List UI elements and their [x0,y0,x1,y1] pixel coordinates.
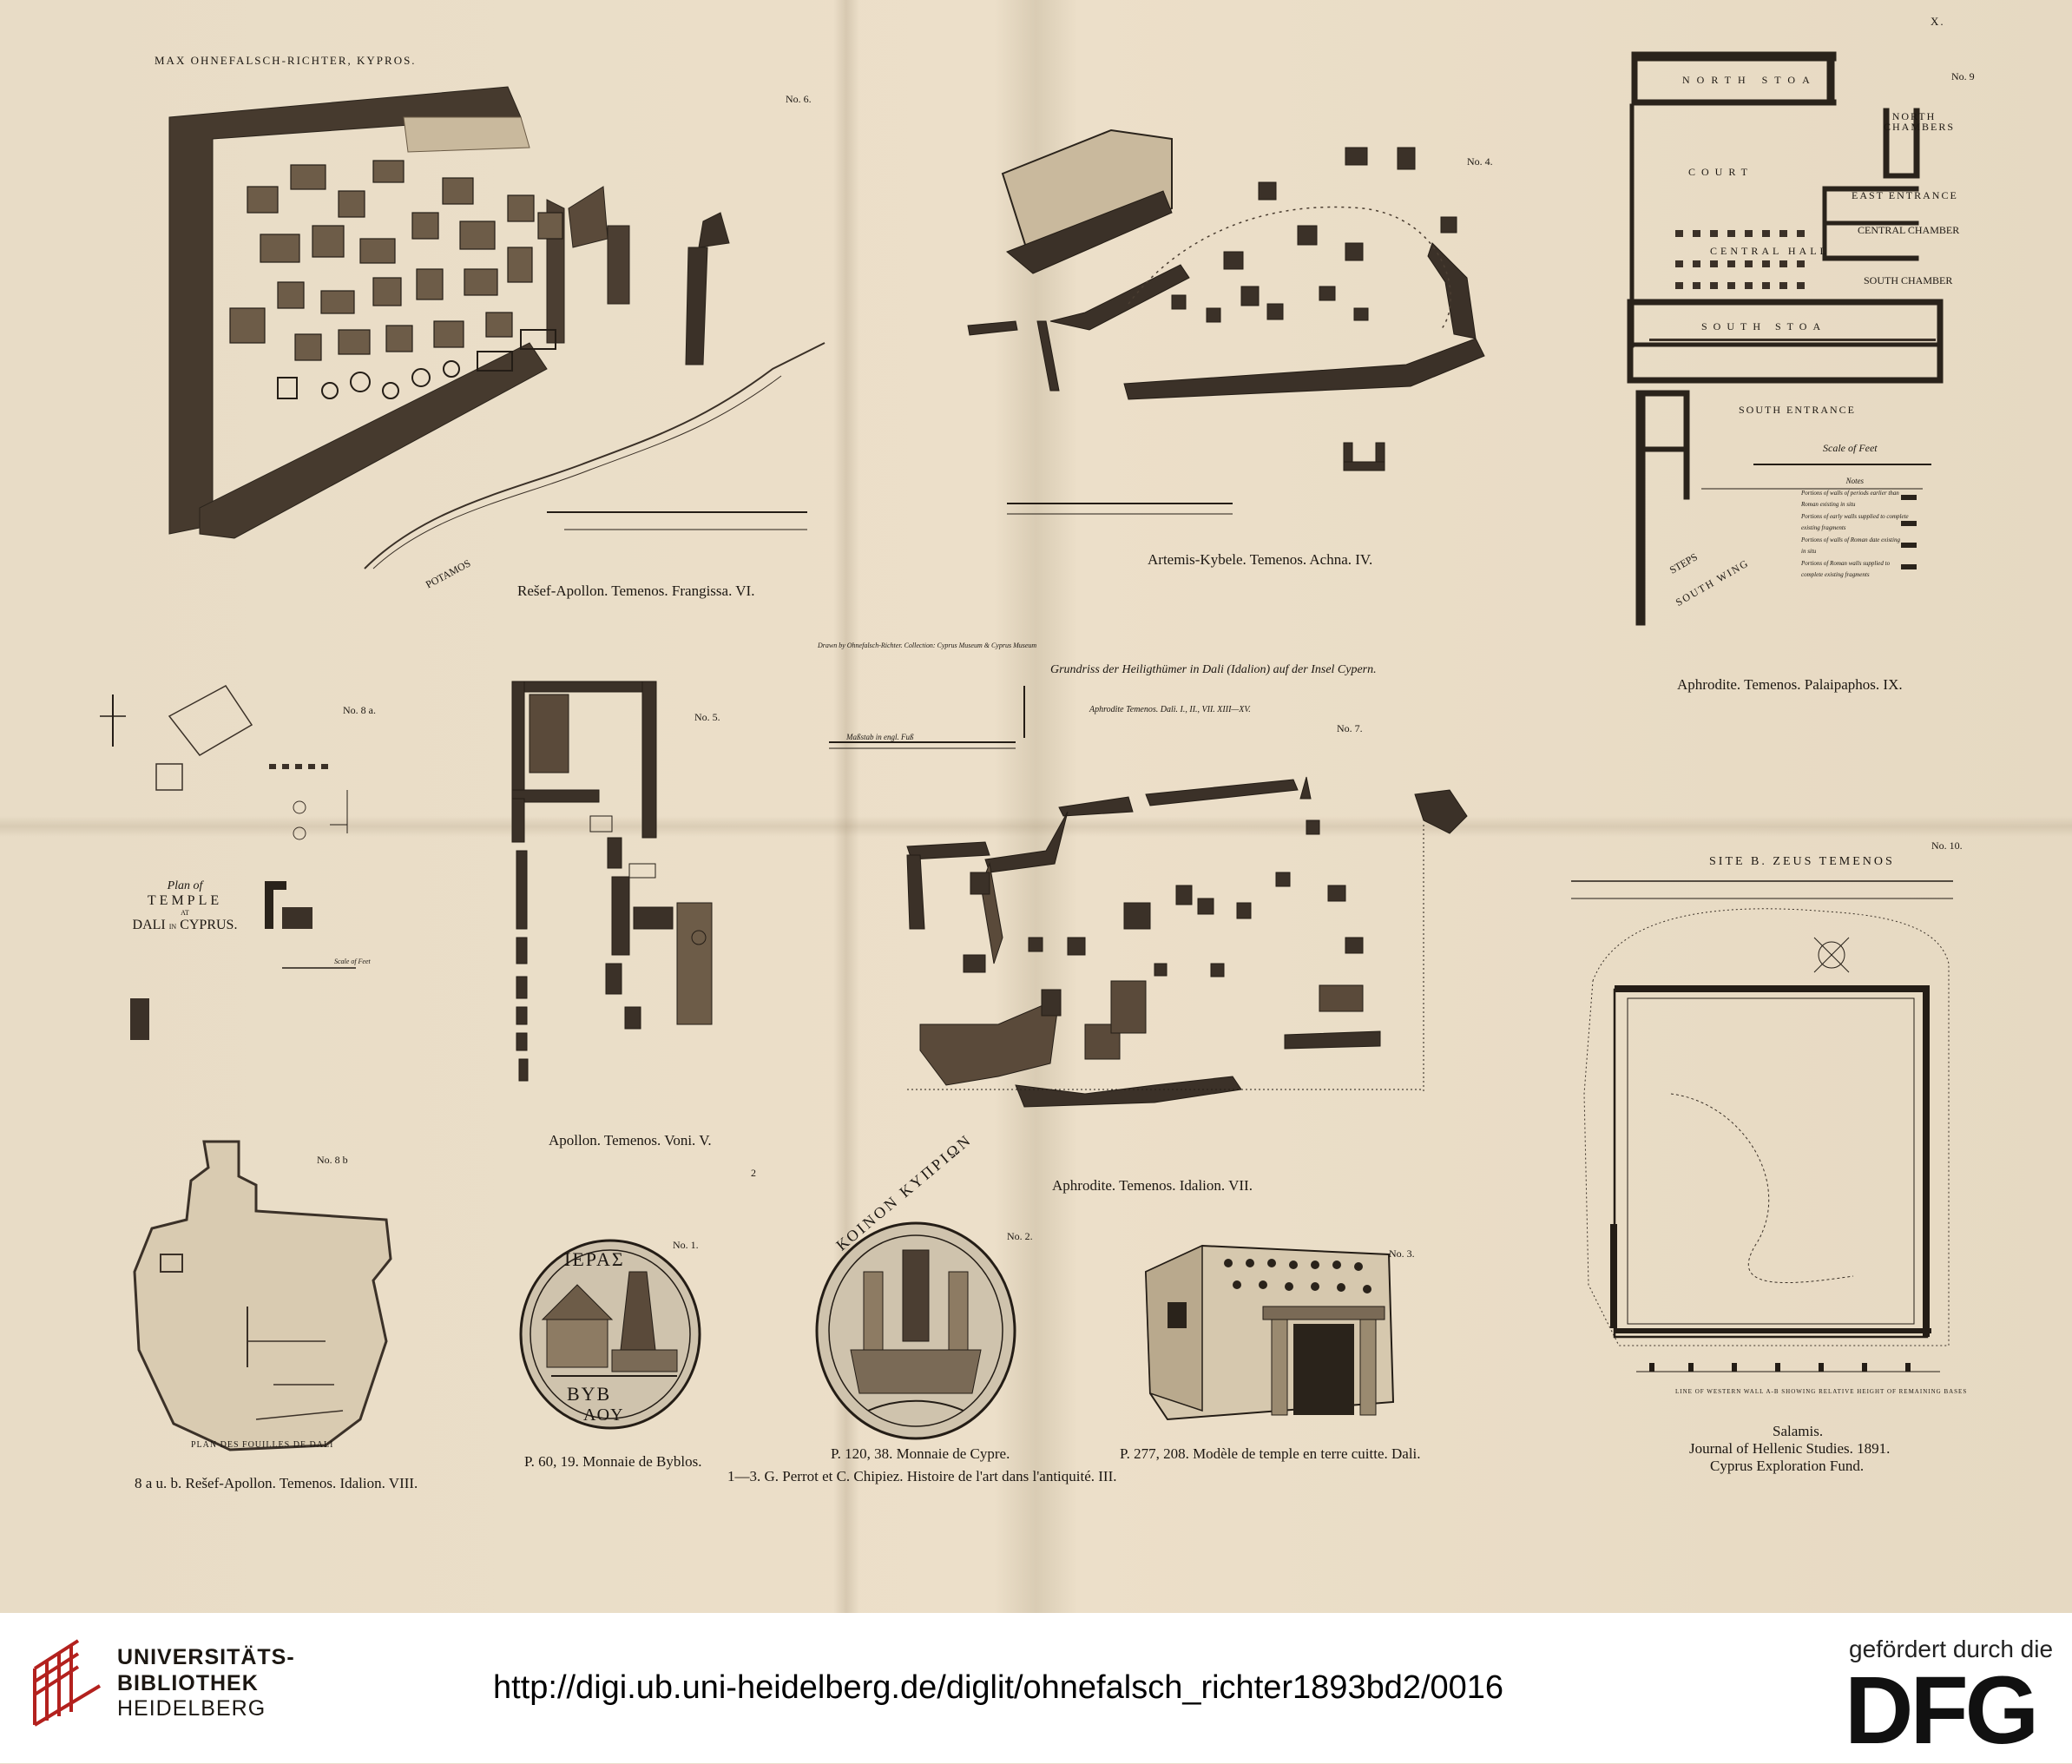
fig3-number: No. 3. [1389,1247,1415,1260]
plan9-note-1: Portions of walls of periods earlier tha… [1801,489,1899,497]
plan10-title: SITE B. ZEUS TEMENOS [1709,855,1895,868]
fig5-caption: Apollon. Temenos. Voni. V. [549,1132,712,1149]
fig5-number: No. 5. [694,711,720,723]
label-central-hall: CENTRAL HALL [1710,245,1830,257]
plan8a-title-6: CYPRUS. [180,917,238,932]
fig8a-number: No. 8 a. [343,704,376,716]
coin-cypre [815,1221,1016,1440]
dfg-logo: DFG [1845,1657,2039,1764]
fig3-caption: P. 277, 208. Modèle de temple en terre c… [1120,1445,1421,1462]
fig2-number: No. 2. [1007,1230,1033,1242]
plan7-note: Drawn by Ohnefalsch-Richter. Collection:… [818,642,1037,649]
fig4-caption: Artemis-Kybele. Temenos. Achna. IV. [1148,551,1373,568]
institution-name-1: UNIVERSITÄTS- [117,1645,295,1669]
perrot-caption: 1—3. G. Perrot et C. Chipiez. Histoire d… [727,1468,1117,1484]
fig6-number: No. 6. [786,93,812,105]
ub-name-block: UNIVERSITÄTS- BIBLIOTHEK HEIDELBERG [117,1644,295,1721]
fig4-number: No. 4. [1467,155,1493,168]
fig1-caption: P. 60, 19. Monnaie de Byblos. [524,1453,702,1470]
fig9-number: No. 9 [1951,70,1975,82]
plan8a-title-4: DALI [132,917,166,932]
plan9-note-6: in situ [1801,548,1817,555]
plan7-scale-label: Maßstab in engl. Fuß [846,733,914,741]
ub-heidelberg-logo-icon [33,1639,102,1727]
running-header: MAX OHNEFALSCH-RICHTER, KYPROS. [155,54,417,67]
fig8-caption: 8 a u. b. Rešef-Apollon. Temenos. Idalio… [135,1475,418,1491]
label-court: COURT [1688,166,1753,178]
plan9-note-3: Portions of early walls supplied to comp… [1801,512,1909,520]
coin1-legend-top: ΙΕΡΑΣ [564,1248,625,1270]
plan7-title: Grundriss der Heiligthümer in Dali (Idal… [1050,663,1377,676]
plan8a-scale: Scale of Feet [334,958,371,965]
sponsor-text: gefördert durch die [1849,1636,2054,1662]
label-south-stoa: SOUTH STOA [1701,320,1827,332]
plan8a-title-5: IN [168,922,177,931]
fig7-number: No. 7. [1337,722,1363,734]
plan-palaipaphos [1627,51,1944,626]
plan-dali-8b [133,1140,392,1451]
coin-byblos [519,1239,701,1430]
institution-city: HEIDELBERG [117,1696,266,1721]
salamis-source-2: Cyprus Exploration Fund. [1710,1458,1865,1474]
horizontal-fold [0,816,2072,837]
fig2-caption: P. 120, 38. Monnaie de Cypre. [831,1445,1010,1462]
plan-voni [511,681,713,1082]
plan8a-title: Plan of TEMPLE AT DALI IN CYPRUS. [128,879,241,933]
fig1-number: No. 1. [673,1239,699,1251]
page-mark: 2 [751,1167,756,1179]
fig7-caption: Aphrodite. Temenos. Idalion. VII. [1052,1177,1253,1194]
plan10-note: LINE OF WESTERN WALL A-B SHOWING RELATIV… [1675,1388,1968,1395]
plan8a-title-1: Plan of [167,879,203,892]
plan-frangissa [168,86,826,569]
fig6-caption: Rešef-Apollon. Temenos. Frangissa. VI. [517,583,755,599]
plan8a-title-3: AT [181,909,189,918]
plan-salamis [1571,880,1953,1372]
fig9-caption: Aphrodite. Temenos. Palaipaphos. IX. [1677,676,1903,693]
plan-achna [967,128,1485,515]
label-north-stoa: NORTH STOA [1682,74,1817,86]
salamis-source-1: Journal of Hellenic Studies. 1891. [1689,1440,1891,1457]
plate-number: X. [1931,15,1945,28]
temple-model [1144,1244,1395,1421]
plan9-note-4: existing fragments [1801,524,1846,531]
fig10-number: No. 10. [1931,839,1963,852]
fig10-caption: Salamis. [1773,1423,1824,1439]
plan9-scale-label: Scale of Feet [1823,442,1878,454]
fig8b-number: No. 8 b [317,1154,348,1166]
label-central-chamber: CENTRAL CHAMBER [1858,224,1960,236]
scanned-plate: MAX OHNEFALSCH-RICHTER, KYPROS. X. [0,0,2072,1613]
label-south-entrance: SOUTH ENTRANCE [1739,404,1856,416]
plan9-note-7: Portions of Roman walls supplied to [1801,559,1891,567]
plan9-note-heading: Notes [1845,477,1865,485]
plan9-note-5: Portions of walls of Roman date existing [1801,536,1900,543]
coin1-legend-bottom: ΛΟΥ [583,1405,625,1425]
institution-name-2: BIBLIOTHEK [117,1671,259,1695]
plan9-notes: Notes Portions of walls of periods earli… [1801,476,1909,582]
label-south-chamber: SOUTH CHAMBER [1864,274,1953,286]
plan-idalion [829,686,1468,1108]
coin1-legend-middle: ΒΥΒ [567,1383,612,1405]
plan7-subtitle: Aphrodite Temenos. Dali. I., II., VII. X… [1089,705,1251,714]
label-north-chambers: NORTH CHAMBERS [1884,110,1956,133]
plan8b-label: PLAN DES FOUILLES DE DALI [191,1440,334,1450]
plan8a-title-2: TEMPLE [147,893,223,909]
label-east-entrance: EAST ENTRANCE [1852,189,1958,201]
plan9-note-8: complete existing fragments [1801,571,1870,578]
permalink-url[interactable]: http://digi.ub.uni-heidelberg.de/diglit/… [493,1669,1504,1706]
plan-dali-8a [100,685,356,1040]
plan9-note-2: Roman existing in situ [1801,501,1856,508]
digitization-footer: UNIVERSITÄTS- BIBLIOTHEK HEIDELBERG http… [0,1613,2072,1763]
